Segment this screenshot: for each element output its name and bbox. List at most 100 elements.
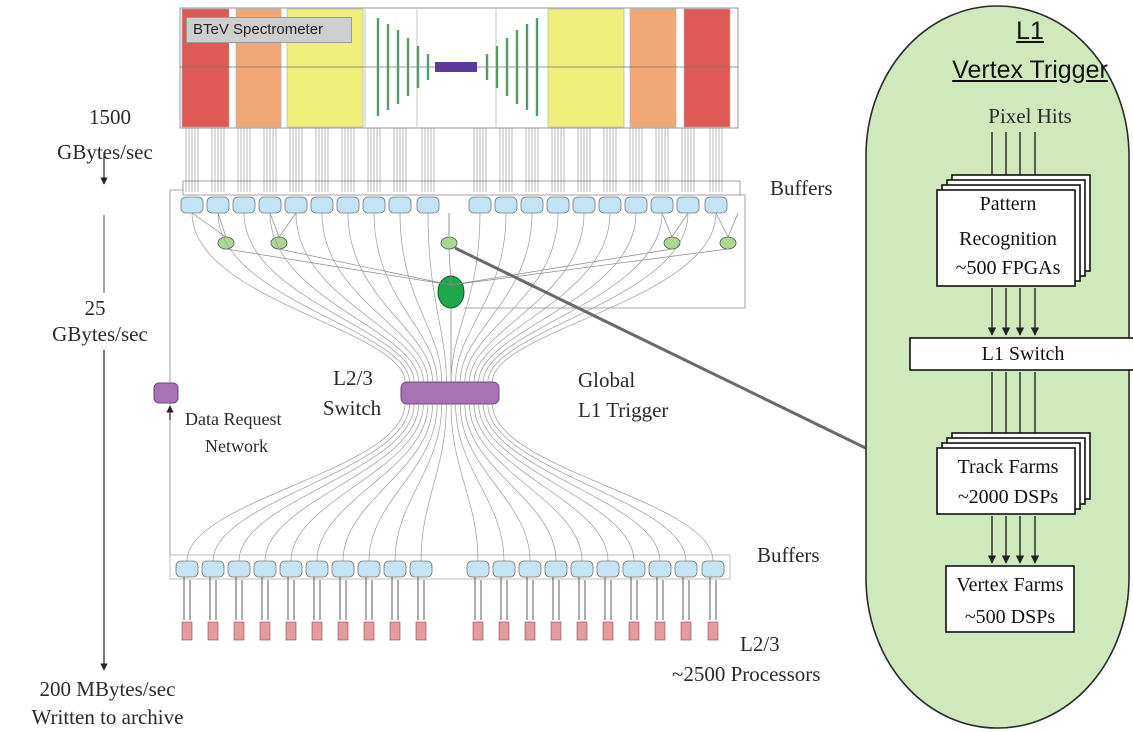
detector-yellow-right — [547, 8, 625, 128]
buffer-top — [598, 196, 622, 214]
buffer-bottom — [492, 560, 516, 578]
connection-line — [671, 212, 689, 238]
buffer-top — [310, 196, 334, 214]
switch-to-buffer-line — [420, 403, 447, 562]
buffer-to-switch-line — [487, 212, 689, 383]
pixel-hits-label: Pixel Hits — [988, 104, 1072, 128]
switch-to-buffer-line — [487, 403, 687, 562]
buffer-bottom — [253, 560, 277, 578]
buffer-to-switch-line — [450, 212, 481, 383]
switch-to-buffer-line — [478, 403, 635, 562]
buffer-top — [388, 196, 412, 214]
vertex-box-line1: Vertex Farms — [956, 574, 1064, 596]
buffer-top — [494, 196, 518, 214]
l1-title-line2: Vertex Trigger — [952, 56, 1108, 84]
buffer-top — [520, 196, 544, 214]
processor-node — [337, 621, 349, 641]
data-request-label-line1: Data Request — [185, 409, 282, 429]
l1-node — [719, 236, 737, 250]
processor-node — [363, 621, 375, 641]
rate-1500-unit: GBytes/sec — [57, 140, 153, 164]
switch-to-buffer-line — [492, 403, 714, 562]
buffer-bottom — [466, 560, 490, 578]
connection-line — [217, 212, 227, 238]
l23-switch-label-line2: Switch — [322, 396, 382, 420]
buffer-to-switch-line — [478, 212, 637, 383]
processor-node — [576, 621, 588, 641]
buffer-to-switch-line — [464, 212, 559, 383]
processor-node — [498, 621, 510, 641]
target-box — [435, 62, 477, 72]
connection-line — [727, 212, 739, 238]
pattern-box-line1: Pattern — [979, 193, 1037, 215]
buffer-bottom — [622, 560, 646, 578]
connection-line — [661, 212, 673, 238]
buffer-top — [468, 196, 492, 214]
processor-node — [472, 621, 484, 641]
buffer-to-switch-line — [427, 212, 447, 383]
buffer-bottom — [409, 560, 433, 578]
connection-line — [269, 212, 280, 238]
pattern-box-line2: Recognition — [959, 228, 1057, 250]
buffer-top — [232, 196, 256, 214]
l23-switch-label-line1: L2/3 — [333, 366, 373, 390]
switch-to-buffer-line — [368, 403, 438, 562]
buffer-to-switch-line — [295, 212, 424, 383]
data-request-label-line2: Network — [205, 436, 268, 456]
buffer-bottom — [227, 560, 251, 578]
global-l1-label-line2: L1 Trigger — [578, 398, 669, 422]
data-request-line — [169, 189, 183, 555]
connection-line — [715, 212, 729, 238]
vertex-farms-box — [945, 565, 1075, 633]
buffer-top — [704, 196, 728, 214]
switch-to-buffer-line — [469, 403, 583, 562]
switch-to-buffer-line — [450, 403, 479, 562]
buffer-to-switch-line — [455, 212, 507, 383]
processor-node — [680, 621, 692, 641]
switch-to-buffer-line — [473, 403, 609, 562]
buffer-to-switch-line — [399, 212, 443, 383]
spectrometer-label: BTeV Spectrometer — [186, 17, 352, 43]
buffer-to-switch-line — [269, 212, 420, 383]
buffer-bottom — [175, 560, 199, 578]
buffer-bottom — [570, 560, 594, 578]
l1-link — [450, 248, 729, 286]
buffer-to-switch-line — [482, 212, 663, 383]
buffer-bus-top — [182, 180, 741, 196]
buffer-to-switch-line — [459, 212, 533, 383]
pattern-box-line3: ~500 FPGAs — [955, 257, 1061, 279]
buffer-top — [258, 196, 282, 214]
processor-node — [550, 621, 562, 641]
processor-node — [524, 621, 536, 641]
buffer-top — [284, 196, 308, 214]
detector-red-right — [683, 8, 731, 128]
switch-to-buffer-line — [212, 403, 410, 562]
switch-to-buffer-line — [394, 403, 443, 562]
l1-node — [663, 236, 681, 250]
processor-node — [389, 621, 401, 641]
l1-title-line1: L1 — [1016, 17, 1044, 45]
buffer-to-switch-line — [191, 212, 406, 383]
processor-node — [259, 621, 271, 641]
l1-node — [440, 236, 458, 250]
buffers-bottom-label: Buffers — [757, 543, 820, 567]
processor-node — [181, 621, 193, 641]
buffer-bottom — [201, 560, 225, 578]
buffer-bottom — [331, 560, 355, 578]
processor-node — [654, 621, 666, 641]
detector-orange-right — [629, 8, 677, 128]
pattern-recognition-box — [936, 189, 1076, 287]
global-l1-label-line1: Global — [578, 368, 636, 392]
data-request-node — [153, 382, 179, 404]
l1-switch-box — [909, 337, 1133, 371]
buffer-to-switch-line — [373, 212, 438, 383]
l23-switch — [400, 381, 500, 405]
buffer-bottom — [596, 560, 620, 578]
rate-200-note: Written to archive — [31, 705, 184, 729]
switch-to-buffer-line — [482, 403, 661, 562]
l1-link — [448, 248, 452, 286]
switch-to-buffer-line — [316, 403, 429, 562]
track-farms-box — [936, 447, 1076, 515]
buffer-top — [650, 196, 674, 214]
